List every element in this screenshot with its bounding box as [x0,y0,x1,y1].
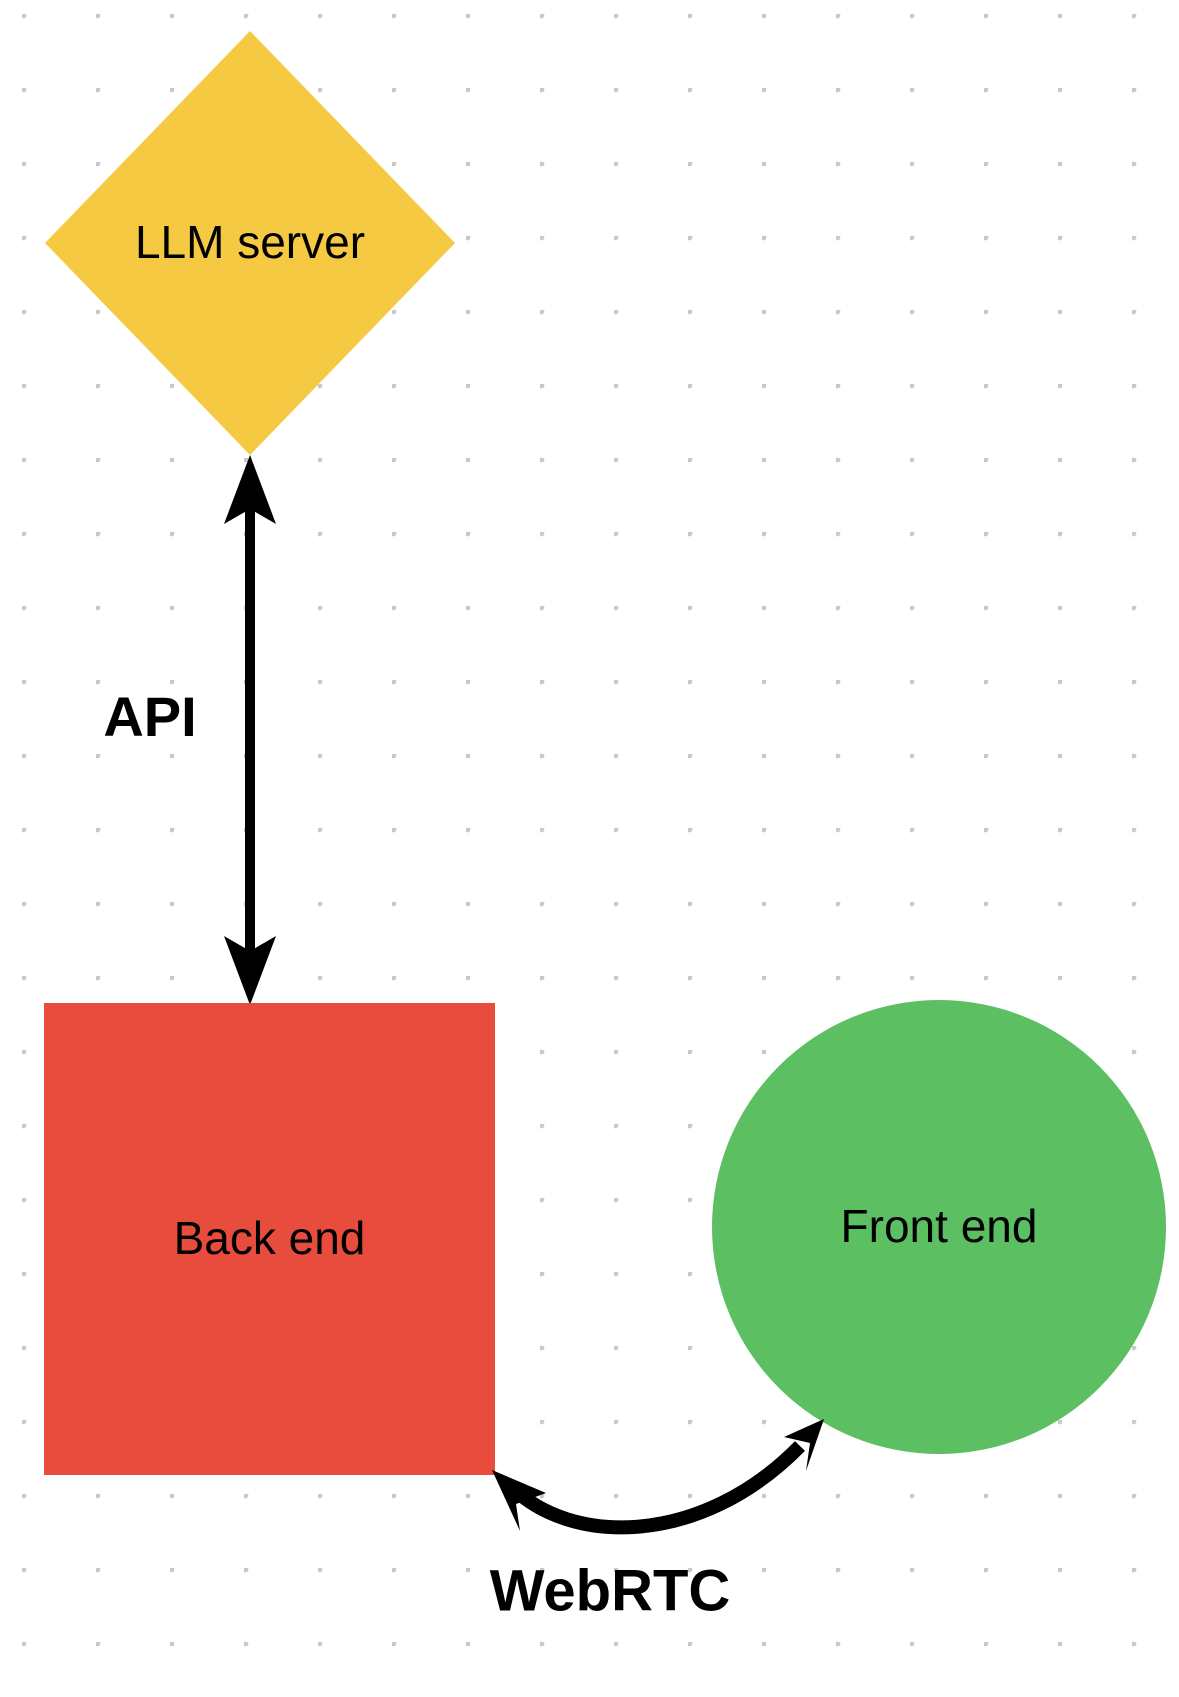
webrtc-arrowhead-left-icon [492,1470,546,1531]
llm-server-label: LLM server [135,216,365,268]
api-arrowhead-down-icon [224,936,276,1005]
front-end-circle-shape [712,1000,1166,1454]
node-llm-server[interactable]: LLM server [45,31,455,455]
node-front-end[interactable]: Front end [712,1000,1166,1454]
front-end-label: Front end [841,1200,1038,1252]
edge-api[interactable] [224,455,276,1005]
webrtc-arrowhead-right-icon [784,1419,824,1471]
node-back-end[interactable]: Back end [44,1003,495,1475]
api-edge-label: API [103,685,196,748]
llm-server-diamond-shape [45,31,455,455]
webrtc-edge-curve [507,1441,805,1535]
back-end-square-shape [44,1003,495,1475]
api-arrowhead-up-icon [224,455,276,524]
edge-webrtc[interactable] [492,1419,824,1535]
webrtc-edge-label: WebRTC [490,1558,731,1623]
back-end-label: Back end [174,1212,366,1264]
